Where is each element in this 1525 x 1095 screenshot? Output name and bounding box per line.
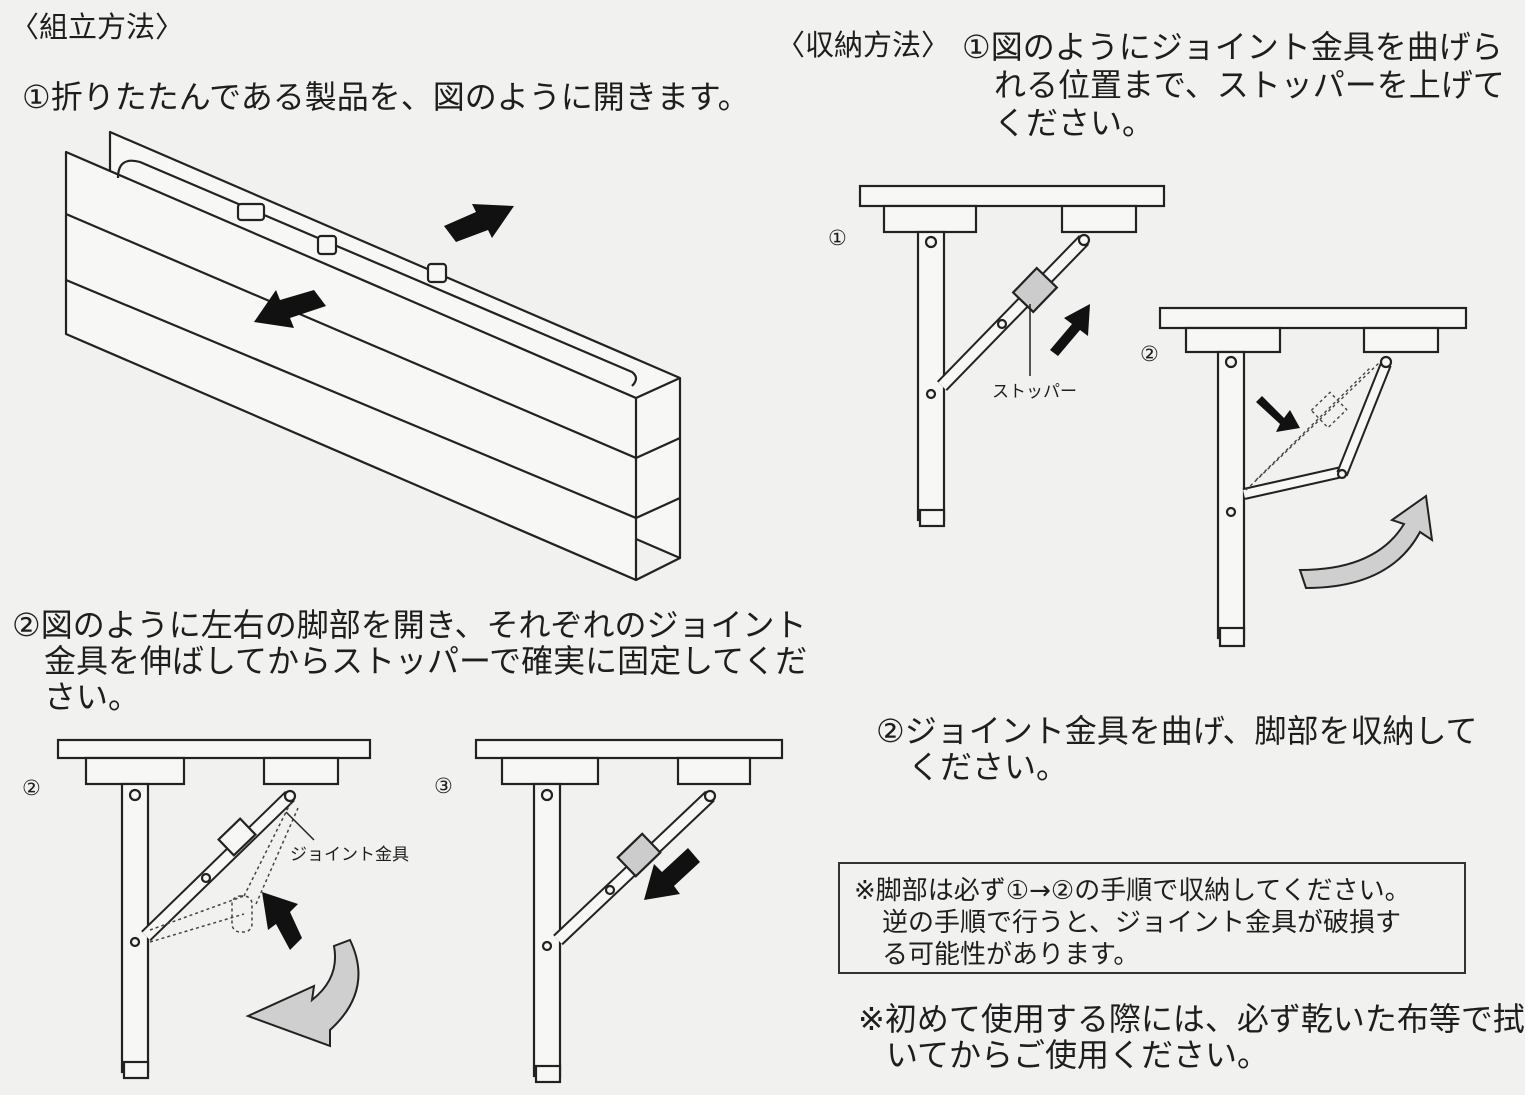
storage-step1-line1: ①図のようにジョイント金具を曲げら xyxy=(962,28,1503,66)
storage-fig2-number: ② xyxy=(1140,342,1159,366)
storage-step2-line1: ②ジョイント金具を曲げ、脚部を収納して xyxy=(876,712,1478,750)
caution-line2: 逆の手順で行うと、ジョイント金具が破損す xyxy=(882,908,1401,938)
arrow-down-left xyxy=(254,290,326,328)
arrow-storage-fig1-up xyxy=(1050,304,1090,356)
caution-line3: る可能性があります。 xyxy=(882,940,1140,970)
slat-line-2 xyxy=(65,278,637,520)
storage-step2-line2: ください。 xyxy=(908,748,1069,786)
curved-arrow-fig2 xyxy=(245,938,360,1048)
first-use-line2: いてからご使用ください。 xyxy=(886,1036,1270,1074)
storage-step1-line3: ください。 xyxy=(994,104,1155,142)
storage-step1-line2: れる位置まで、ストッパーを上げて xyxy=(994,66,1505,104)
caution-line1: ※脚部は必ず①→②の手順で収納してください。 xyxy=(854,876,1411,906)
arrow-fig2-up-left xyxy=(262,892,302,950)
storage-title: 〈収納方法〉 xyxy=(776,28,951,62)
assembly-title: 〈組立方法〉 xyxy=(10,10,185,44)
first-use-line1: ※初めて使用する際には、必ず乾いた布等で拭 xyxy=(858,1000,1525,1038)
arrow-up-right xyxy=(444,204,514,242)
curved-arrow-storage-fig2 xyxy=(1298,494,1434,590)
slat-line-1 xyxy=(65,212,637,460)
caution-box xyxy=(838,862,1466,974)
assembly-step1-text: ①折りたたんである製品を、図のように開きます。 xyxy=(22,78,750,116)
tabletop-edge xyxy=(56,738,372,760)
folded-leg-tube xyxy=(116,159,638,387)
vertical-leg xyxy=(120,782,150,1074)
label-stopper: ストッパー xyxy=(992,382,1077,402)
assembly-fig2-number: ② xyxy=(22,776,41,800)
arrow-storage-fig2-down-right xyxy=(1256,396,1300,432)
storage-fig1-number: ① xyxy=(828,226,847,250)
assembly-step2-line3: さい。 xyxy=(44,678,141,716)
label-joint-bracket: ジョイント金具 xyxy=(290,845,409,865)
assembly-step2-line1: ②図のように左右の脚部を開き、それぞれのジョイント xyxy=(12,606,807,644)
assembly-step2-line2: 金具を伸ばしてからストッパーで確実に固定してくだ xyxy=(44,642,808,680)
assembly-fig3-number: ③ xyxy=(434,774,453,798)
arrow-fig3-down-left xyxy=(644,848,700,900)
